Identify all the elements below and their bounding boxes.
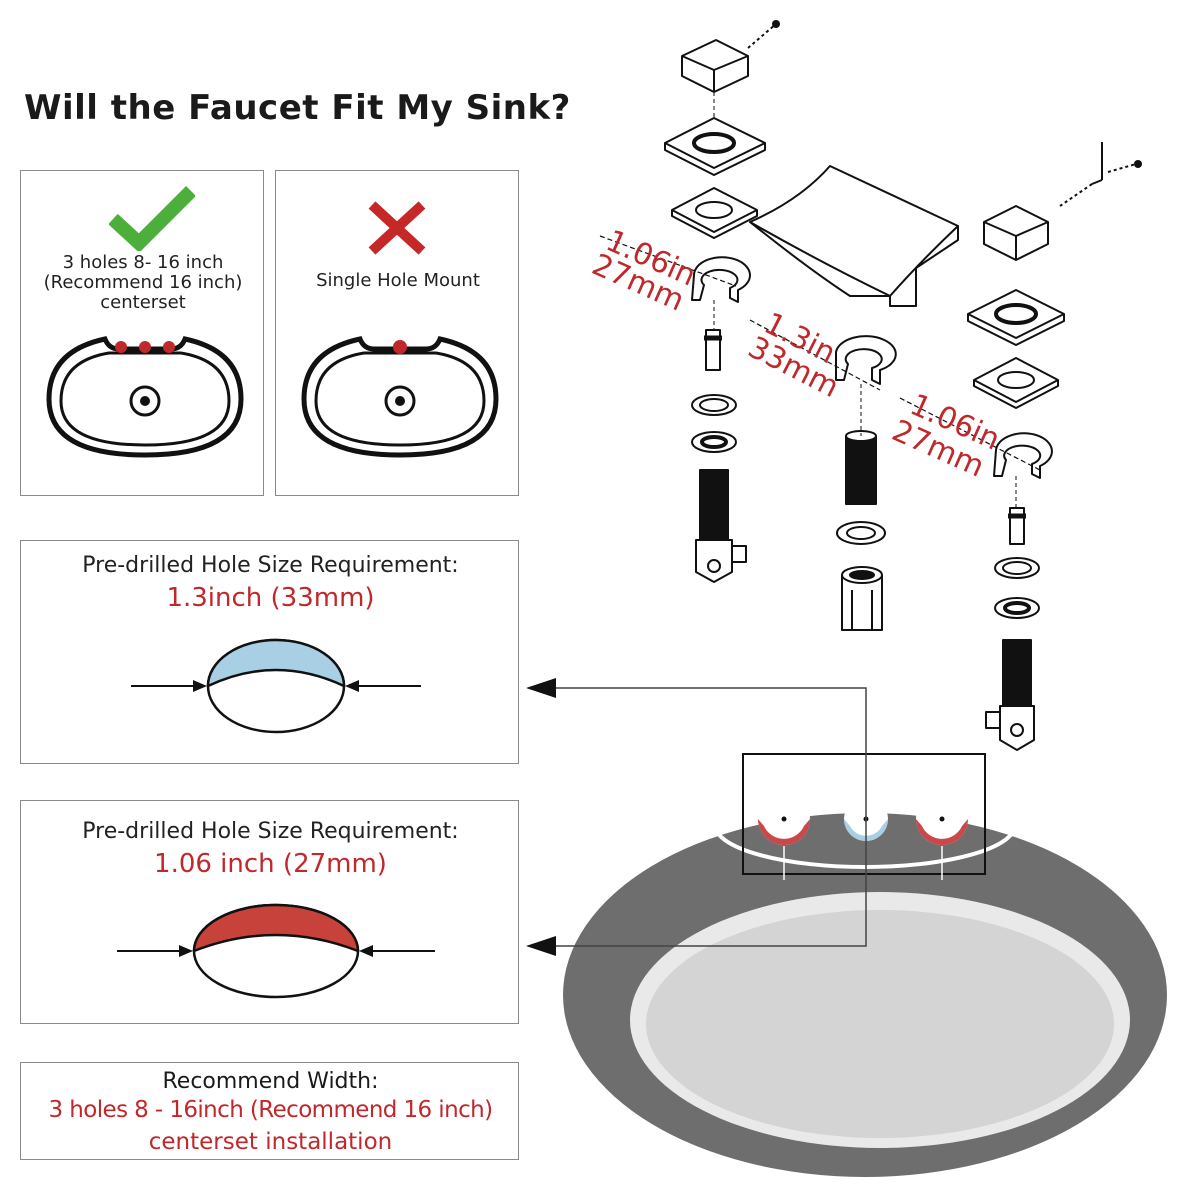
- check-icon: [109, 186, 195, 251]
- hole-requirement-box-2: Pre-drilled Hole Size Requirement: 1.06 …: [20, 800, 519, 1024]
- compat-caption-line-1: 3 holes 8- 16 inch: [62, 252, 224, 273]
- compatible-box: 3 holes 8- 16 inch (Recommend 16 inch) c…: [20, 170, 264, 496]
- hole-requirement-box-1: Pre-drilled Hole Size Requirement: 1.3in…: [20, 540, 519, 764]
- hole-requirement-label-1: Pre-drilled Hole Size Requirement:: [82, 553, 459, 578]
- cross-icon: [368, 201, 426, 255]
- hole-requirement-value-2: 1.06 inch (27mm): [154, 849, 387, 879]
- compat-caption-line-3: centerset: [100, 292, 186, 313]
- exploded-faucet-diagram: 1.06in 27mm 1.3in 33mm 1.06in 27mm: [587, 20, 1142, 751]
- large-hole-diagram: [131, 638, 421, 734]
- incompatible-box: Single Hole Mount: [275, 170, 519, 496]
- connector-arrows: [526, 678, 867, 956]
- recommend-width-box: Recommend Width: 3 holes 8 - 16inch (Rec…: [20, 1062, 519, 1160]
- three-hole-sink-icon: [46, 336, 244, 458]
- small-hole-diagram: [117, 903, 435, 999]
- recommend-width-label: Recommend Width:: [162, 1069, 379, 1094]
- compat-caption-line-2: (Recommend 16 inch): [43, 272, 243, 293]
- single-hole-caption: Single Hole Mount: [316, 270, 480, 291]
- recommend-width-line-1: 3 holes 8 - 16inch (Recommend 16 inch): [48, 1097, 494, 1123]
- hole-requirement-value-1: 1.3inch (33mm): [166, 583, 375, 613]
- hole-requirement-label-2: Pre-drilled Hole Size Requirement:: [82, 819, 459, 844]
- single-hole-sink-icon: [301, 336, 499, 458]
- recommend-width-line-2: centerset installation: [148, 1129, 393, 1155]
- sink-basin-illustration: [563, 753, 1167, 1177]
- page-title: Will the Faucet Fit My Sink?: [24, 88, 571, 128]
